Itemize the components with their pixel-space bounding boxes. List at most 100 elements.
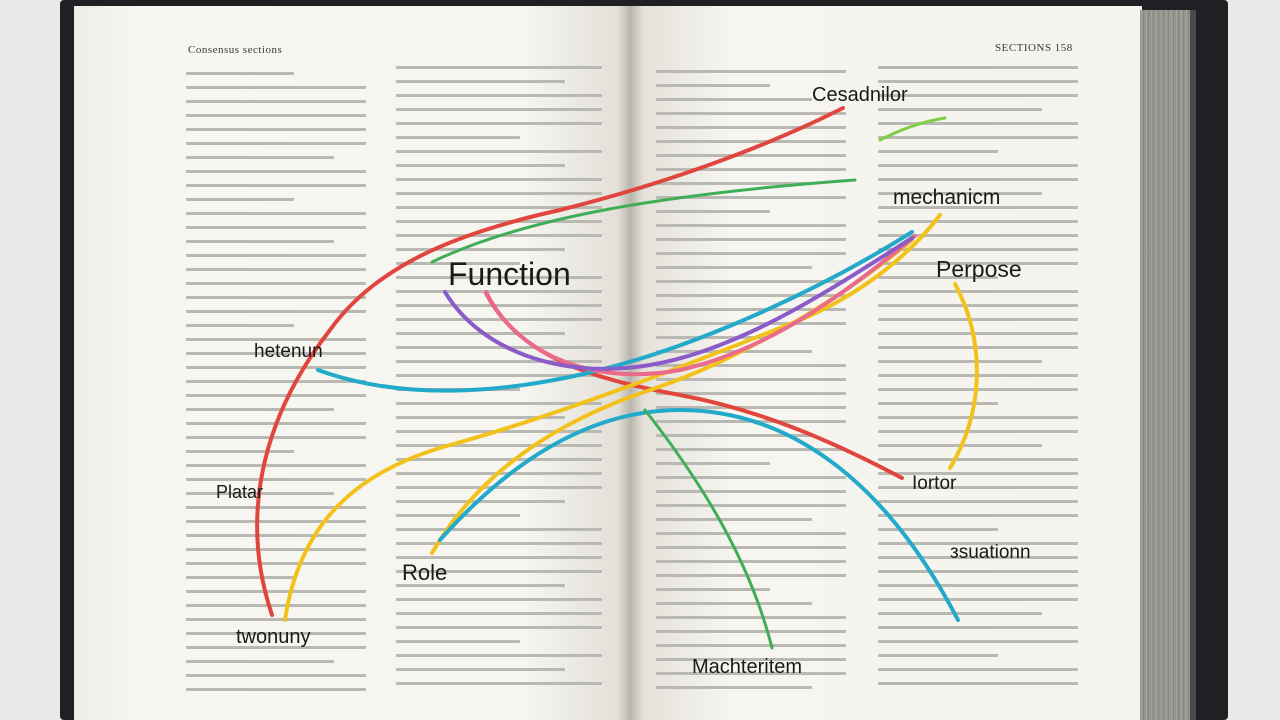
printed-text-line [396, 402, 602, 405]
printed-text-line [656, 518, 812, 521]
printed-text-line [186, 310, 366, 313]
printed-text-line [396, 612, 602, 615]
printed-text-line [186, 240, 334, 243]
printed-text-line [186, 520, 366, 523]
printed-text-line [186, 212, 366, 215]
right-page-column-1 [656, 70, 846, 700]
printed-text-line [878, 542, 1078, 545]
printed-text-line [656, 560, 846, 563]
printed-text-line [186, 366, 366, 369]
printed-text-line [878, 584, 1078, 587]
printed-text-line [396, 206, 602, 209]
thread-green-1 [643, 408, 774, 650]
printed-text-line [186, 352, 366, 355]
term-heteron-label: hetenun [254, 341, 323, 362]
printed-text-line [878, 108, 1042, 111]
printed-text-line [656, 238, 846, 241]
printed-text-line [656, 70, 846, 73]
printed-text-line [878, 570, 1078, 573]
printed-text-line [656, 322, 846, 325]
printed-text-line [878, 332, 1078, 335]
printed-text-line [186, 618, 366, 621]
printed-text-line [656, 336, 770, 339]
printed-text-line [396, 304, 602, 307]
printed-text-line [186, 198, 294, 201]
printed-text-line [186, 296, 366, 299]
printed-text-line [878, 360, 1042, 363]
printed-text-line [186, 100, 366, 103]
printed-text-line [396, 192, 602, 195]
printed-text-line [656, 658, 846, 661]
printed-text-line [656, 490, 846, 493]
printed-text-line [656, 308, 846, 311]
printed-text-line [396, 122, 602, 125]
printed-text-line [186, 632, 366, 635]
printed-text-line [186, 114, 366, 117]
term-plat-label: Platar [216, 482, 264, 502]
term-wonny-label: twonuny [236, 626, 311, 648]
printed-text-line [656, 294, 846, 297]
printed-text-line [396, 248, 565, 251]
printed-text-line [396, 584, 565, 587]
printed-text-line [656, 266, 812, 269]
printed-text-line [878, 402, 998, 405]
thread-green-2 [430, 178, 857, 264]
printed-text-line [186, 534, 366, 537]
printed-text-line [656, 602, 812, 605]
thread-pink-1 [484, 234, 917, 377]
printed-text-line [186, 408, 334, 411]
printed-text-line [656, 196, 846, 199]
printed-text-line [186, 86, 366, 89]
printed-text-line [186, 338, 366, 341]
printed-text-line [878, 598, 1078, 601]
printed-text-line [186, 646, 366, 649]
printed-text-line [396, 66, 602, 69]
printed-text-line [656, 672, 846, 675]
thread-yellow-1 [283, 213, 942, 622]
printed-text-line [878, 234, 1078, 237]
printed-text-line [878, 80, 1078, 83]
printed-text-line [656, 686, 812, 689]
printed-text-line [186, 394, 366, 397]
printed-text-line [656, 644, 846, 647]
printed-text-line [656, 434, 812, 437]
printed-text-line [186, 170, 366, 173]
printed-text-line [656, 280, 846, 283]
printed-text-line [396, 500, 565, 503]
printed-text-line [186, 604, 366, 607]
printed-text-line [878, 346, 1078, 349]
printed-text-line [186, 562, 366, 565]
printed-text-line [186, 184, 366, 187]
thread-red-2 [484, 291, 904, 480]
printed-text-line [396, 94, 602, 97]
printed-text-line [396, 108, 602, 111]
printed-text-line [186, 226, 366, 229]
printed-text-line [656, 84, 770, 87]
printed-text-line [396, 654, 602, 657]
printed-text-line [656, 462, 770, 465]
printed-text-line [186, 282, 366, 285]
printed-text-line [186, 590, 366, 593]
printed-text-line [396, 528, 602, 531]
printed-text-line [656, 98, 812, 101]
printed-text-line [656, 546, 846, 549]
printed-text-line [396, 164, 565, 167]
term-function-label: Function [448, 256, 571, 292]
printed-text-line [656, 616, 846, 619]
printed-text-line [878, 500, 1078, 503]
printed-text-line [656, 504, 846, 507]
printed-text-line [878, 192, 1042, 195]
printed-text-line [396, 542, 602, 545]
printed-text-line [396, 360, 602, 363]
printed-text-line [186, 464, 366, 467]
printed-text-line [396, 150, 602, 153]
printed-text-line [656, 574, 846, 577]
printed-text-line [186, 142, 366, 145]
printed-text-line [656, 140, 846, 143]
printed-text-line [878, 514, 1078, 517]
printed-text-line [396, 556, 602, 559]
printed-text-line [186, 548, 366, 551]
printed-text-line [186, 324, 294, 327]
thread-lime-1 [878, 116, 947, 142]
